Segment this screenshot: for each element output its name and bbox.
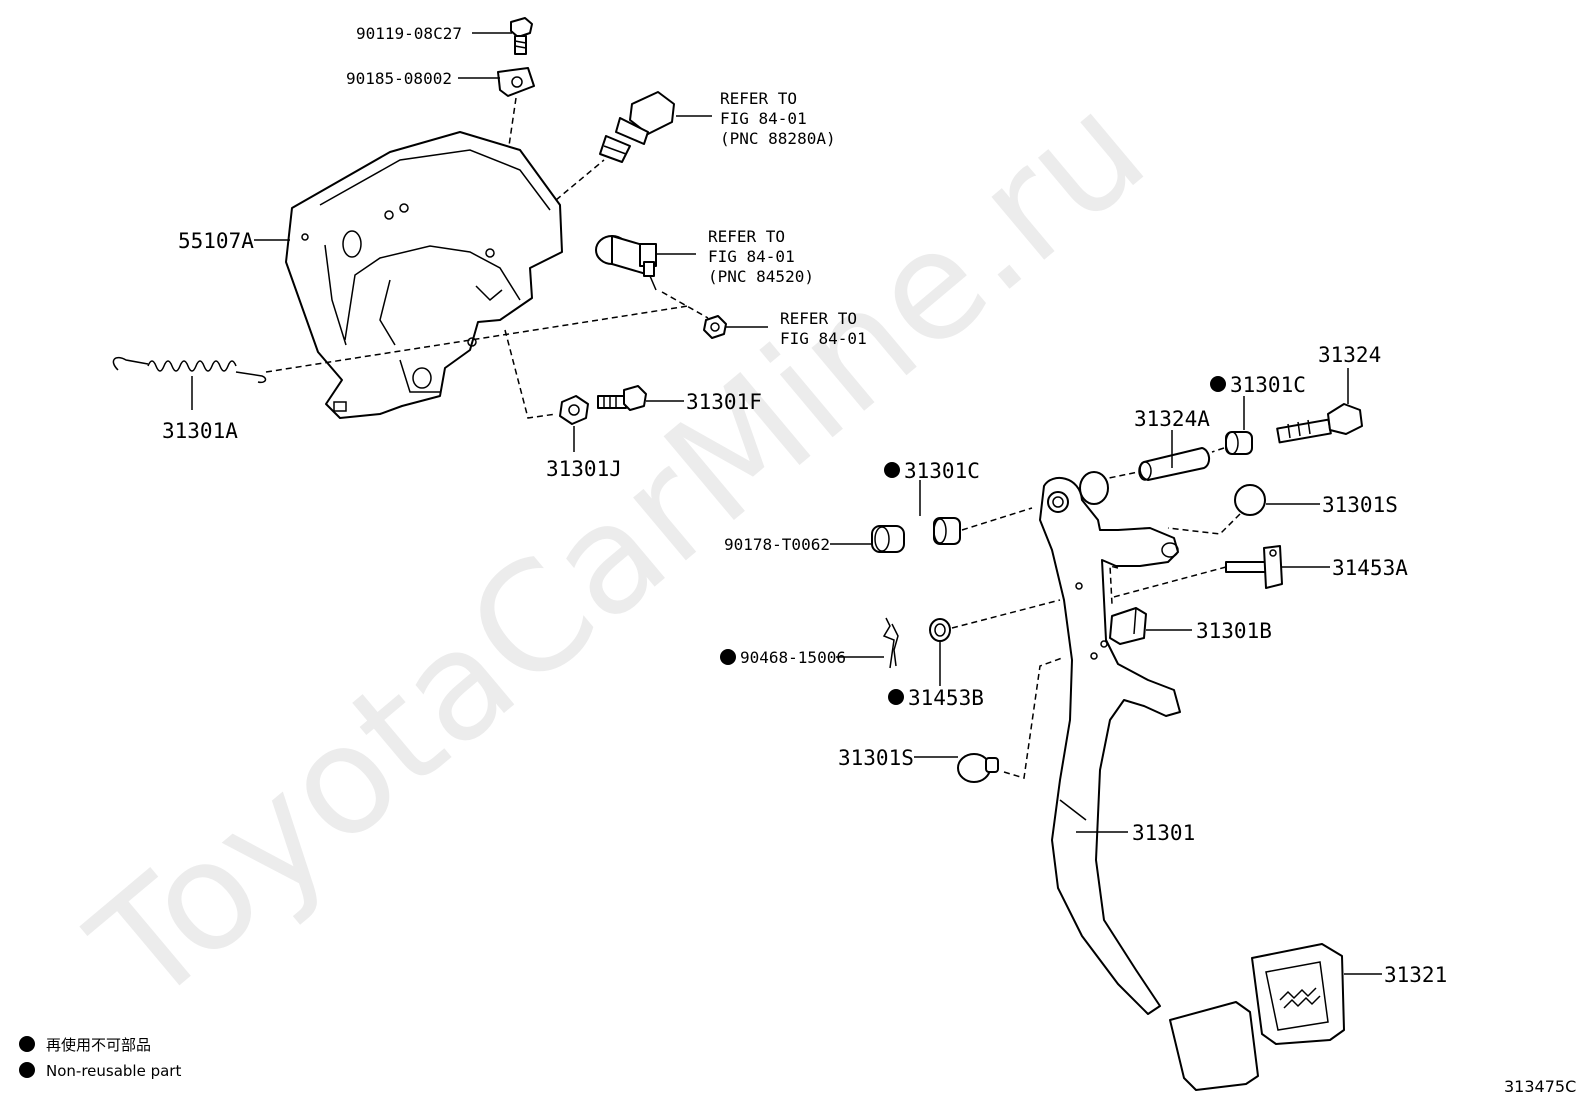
legend-text-jp: 再使用不可部品	[46, 1036, 151, 1054]
label-refer1-line3: (PNC 88280A)	[720, 129, 836, 148]
watermark: ToyotaCarMine.ru	[61, 62, 1177, 1038]
pin-31453A	[1225, 545, 1283, 589]
non-reusable-dot-31453B	[888, 689, 904, 705]
brake-switch	[595, 235, 657, 291]
label-55107A: 55107A	[178, 229, 254, 253]
legend-text-en: Non-reusable part	[46, 1062, 181, 1080]
non-reusable-dot-90468	[720, 649, 736, 665]
label-31453B: 31453B	[908, 686, 984, 710]
label-31301S-left: 31301S	[838, 746, 914, 770]
label-31301: 31301	[1132, 821, 1195, 845]
label-31301A: 31301A	[162, 419, 238, 443]
label-refer3-line1: REFER TO	[780, 309, 857, 328]
non-reusable-dot-31301C-top	[1210, 376, 1226, 392]
legend-dot-jp	[19, 1036, 35, 1052]
non-reusable-dot-31301C-mid	[884, 462, 900, 478]
bushing-90178-T0062	[871, 525, 905, 553]
legend-dot-en	[19, 1062, 35, 1078]
label-31324: 31324	[1318, 343, 1381, 367]
label-refer2-line2: FIG 84-01	[708, 247, 795, 266]
label-31301F: 31301F	[686, 390, 762, 414]
bushing-31453B	[929, 618, 951, 642]
label-31301S-right: 31301S	[1322, 493, 1398, 517]
label-31321: 31321	[1384, 963, 1447, 987]
nut-31301J	[559, 395, 589, 425]
label-31301B: 31301B	[1196, 619, 1272, 643]
label-31453A: 31453A	[1332, 556, 1408, 580]
bolt-90119-08C27	[510, 17, 533, 55]
bushing-31301C-top	[1225, 431, 1253, 455]
stop-lamp-switch	[599, 91, 675, 163]
nut-90185-08002	[497, 67, 535, 97]
label-31301J: 31301J	[546, 457, 622, 481]
pedal-bracket-55107A	[285, 131, 563, 419]
clip-90468-15006	[882, 617, 899, 669]
label-31301C-top: 31301C	[1230, 373, 1306, 397]
label-90178-T0062: 90178-T0062	[724, 535, 830, 554]
label-refer2-line1: REFER TO	[708, 227, 785, 246]
label-90119-08C27: 90119-08C27	[356, 24, 462, 43]
label-refer2-line3: (PNC 84520)	[708, 267, 814, 286]
bushing-31301C-mid	[933, 517, 961, 545]
return-spring-31301A	[112, 356, 267, 384]
pedal-pad-31321	[1251, 943, 1345, 1045]
label-31324A: 31324A	[1134, 407, 1210, 431]
label-90468-15006: 90468-15006	[740, 648, 846, 667]
label-31301C-mid: 31301C	[904, 459, 980, 483]
bolt-31301F	[597, 385, 647, 411]
figure-number: 313475C	[1504, 1077, 1576, 1096]
collar-31324A	[1138, 447, 1210, 481]
pedal-lever-31301	[1039, 471, 1181, 1015]
label-refer1-line1: REFER TO	[720, 89, 797, 108]
cushion-31301S-left	[957, 753, 999, 783]
bolt-31324	[1276, 403, 1363, 444]
pedal-foot-plate	[1169, 1001, 1259, 1091]
label-refer3-line2: FIG 84-01	[780, 329, 867, 348]
label-refer1-line2: FIG 84-01	[720, 109, 807, 128]
nut-ref-84-01	[703, 315, 727, 339]
stopper-31301B	[1109, 607, 1147, 645]
cushion-31301S-right	[1234, 484, 1266, 516]
label-90185-08002: 90185-08002	[346, 69, 452, 88]
